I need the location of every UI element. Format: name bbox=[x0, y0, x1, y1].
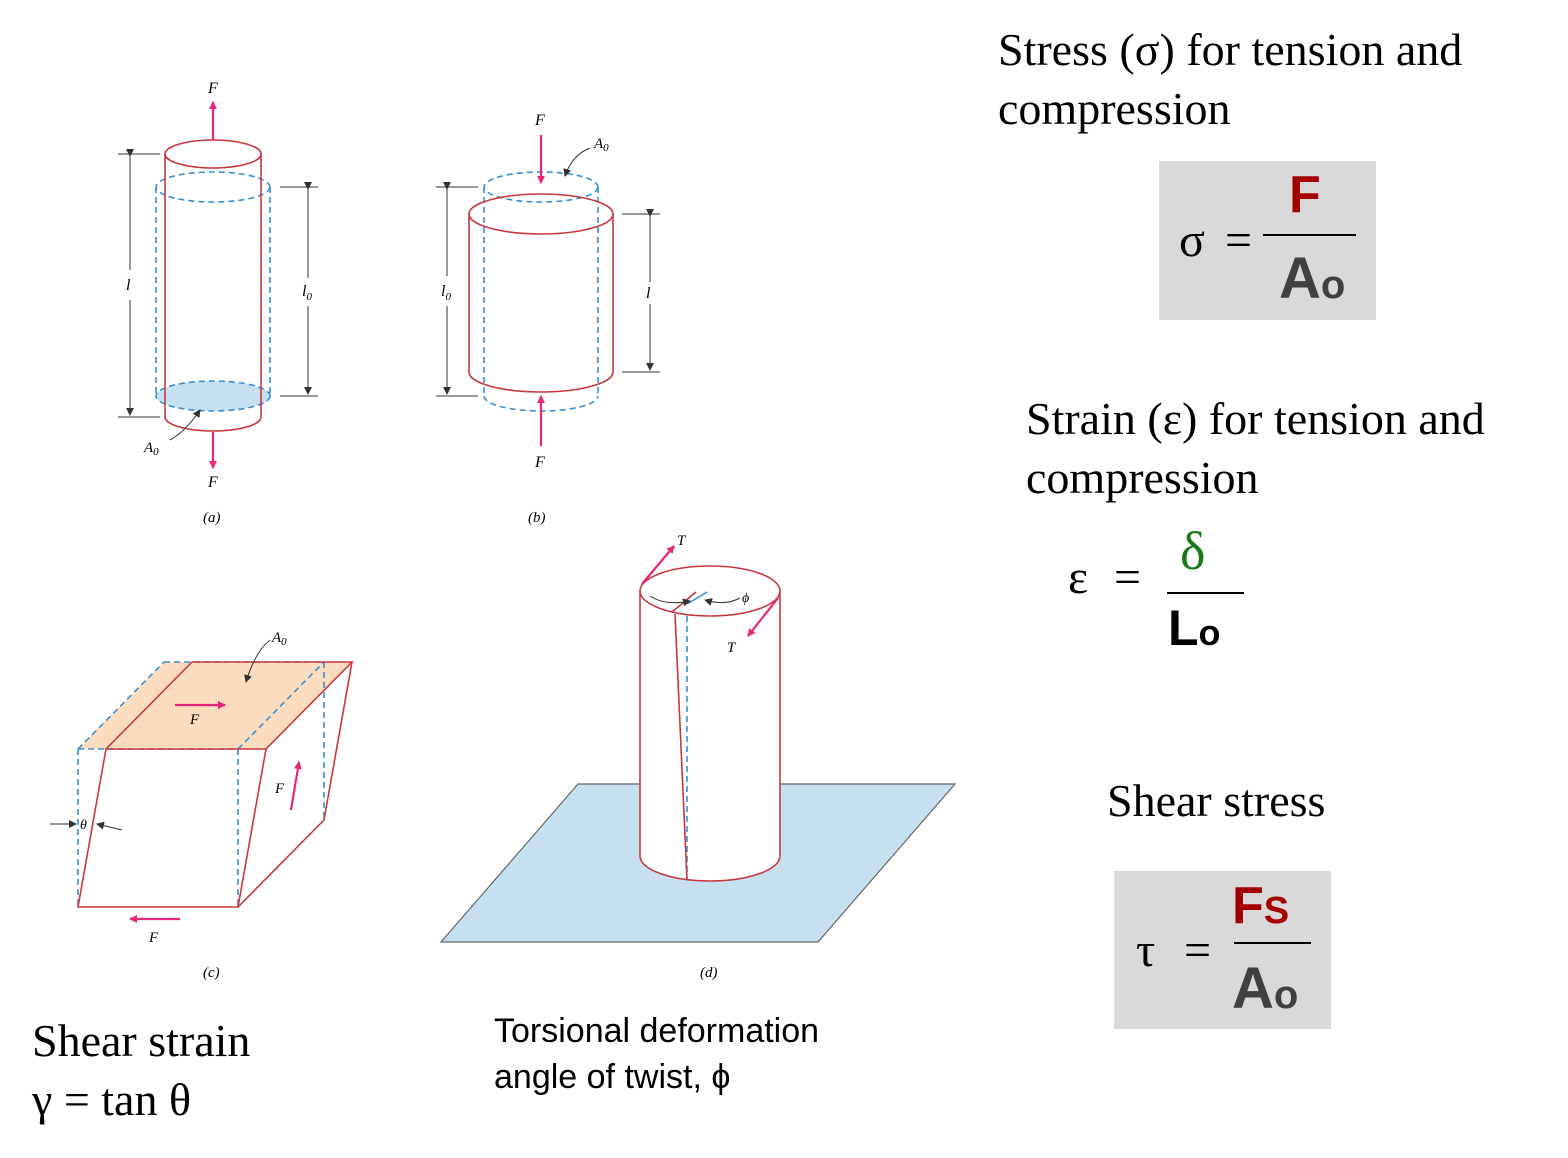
fig-c-area-label: A0 bbox=[271, 630, 287, 648]
torsion-text: Torsional deformation angle of twist, ϕ bbox=[494, 1008, 819, 1100]
strain-formula-numerator: δ bbox=[1180, 521, 1206, 581]
stress-heading-line2: compression bbox=[998, 83, 1231, 134]
torsion-line1: Torsional deformation bbox=[494, 1012, 820, 1050]
strain-heading-line1: Strain (ε) for tension and bbox=[1026, 393, 1485, 444]
strain-heading-line2: compression bbox=[1026, 452, 1259, 503]
fig-a-length-label: l bbox=[126, 277, 131, 294]
fig-d-caption: (d) bbox=[700, 965, 718, 981]
stress-heading: Stress (σ) for tension and compression bbox=[998, 20, 1558, 138]
shear-strain-text: Shear strain γ = tan θ bbox=[32, 1011, 250, 1129]
fig-c-angle-label: θ bbox=[80, 818, 87, 833]
fig-a-area-label: A0 bbox=[143, 440, 159, 458]
strain-heading: Strain (ε) for tension and compression bbox=[1026, 389, 1566, 507]
fig-a-base-area bbox=[155, 380, 271, 412]
shear-stress-formula-lhs: τ bbox=[1136, 924, 1156, 977]
shear-stress-fraction-bar bbox=[1234, 942, 1311, 944]
fig-b-length-label: l bbox=[646, 285, 651, 302]
figure-b-compression: F F A0 l0 l (b) bbox=[436, 112, 660, 526]
fig-d-torque-top-arrow bbox=[641, 545, 675, 585]
stress-formula-numerator: F bbox=[1289, 166, 1321, 224]
stress-formula-denominator: Ao bbox=[1279, 246, 1346, 311]
fig-d-torque-side-arrow bbox=[747, 597, 779, 637]
stress-formula-lhs: σ bbox=[1179, 214, 1205, 267]
fig-b-area-label: A0 bbox=[593, 136, 609, 154]
shear-strain-line2: γ = tan θ bbox=[32, 1074, 192, 1125]
strain-formula: ε = δ Lo bbox=[1060, 520, 1260, 660]
fig-b-force-top-label: F bbox=[534, 112, 545, 129]
fig-a-caption: (a) bbox=[203, 510, 221, 526]
fig-a-original-length-label: l0 bbox=[302, 283, 312, 303]
strain-formula-lhs: ε bbox=[1068, 551, 1089, 604]
stress-formula-box: σ = F Ao bbox=[1159, 161, 1376, 320]
shear-stress-formula-numerator: FS bbox=[1232, 877, 1290, 935]
fig-b-force-bottom-label: F bbox=[534, 454, 545, 471]
fig-c-force-side-label: F bbox=[274, 781, 285, 797]
strain-fraction-bar bbox=[1167, 592, 1244, 594]
stress-formula-equals: = bbox=[1225, 214, 1253, 267]
figure-a-tension: F F l l0 A0 (a) bbox=[118, 80, 318, 526]
shear-stress-formula-box: τ = FS Ao bbox=[1114, 871, 1331, 1029]
fig-a-force-top-label: F bbox=[207, 80, 218, 97]
shear-stress-heading: Shear stress bbox=[1107, 775, 1326, 826]
fig-d-angle-label: ϕ bbox=[742, 591, 749, 606]
figure-d-torsion: ϕ T T (d) bbox=[439, 533, 957, 981]
fig-c-caption: (c) bbox=[203, 965, 220, 981]
shear-stress-formula-equals: = bbox=[1184, 924, 1212, 977]
torsion-line2: angle of twist, ϕ bbox=[494, 1058, 731, 1096]
stress-heading-line1: Stress (σ) for tension and bbox=[998, 24, 1463, 75]
fig-d-torque-side-label: T bbox=[727, 640, 737, 656]
fig-a-force-bottom-label: F bbox=[207, 474, 218, 491]
fig-c-top-face bbox=[106, 662, 352, 749]
shear-strain-line1: Shear strain bbox=[32, 1015, 251, 1066]
strain-formula-equals: = bbox=[1114, 551, 1142, 604]
figure-c-shear: F F F θ A0 (c) bbox=[50, 630, 354, 981]
fig-c-force-bottom-label: F bbox=[148, 930, 159, 946]
fig-c-force-side-arrow bbox=[289, 761, 302, 811]
shear-stress-formula-denominator: Ao bbox=[1232, 956, 1299, 1021]
fig-b-original-length-label: l0 bbox=[441, 283, 451, 303]
fig-b-caption: (b) bbox=[528, 510, 546, 526]
fig-d-torque-top-label: T bbox=[677, 533, 687, 549]
strain-formula-denominator: Lo bbox=[1168, 600, 1221, 656]
deformation-diagrams: F F l l0 A0 (a) F F A0 bbox=[50, 80, 957, 981]
fig-c-force-top-label: F bbox=[189, 712, 200, 728]
stress-fraction-bar bbox=[1263, 234, 1356, 236]
